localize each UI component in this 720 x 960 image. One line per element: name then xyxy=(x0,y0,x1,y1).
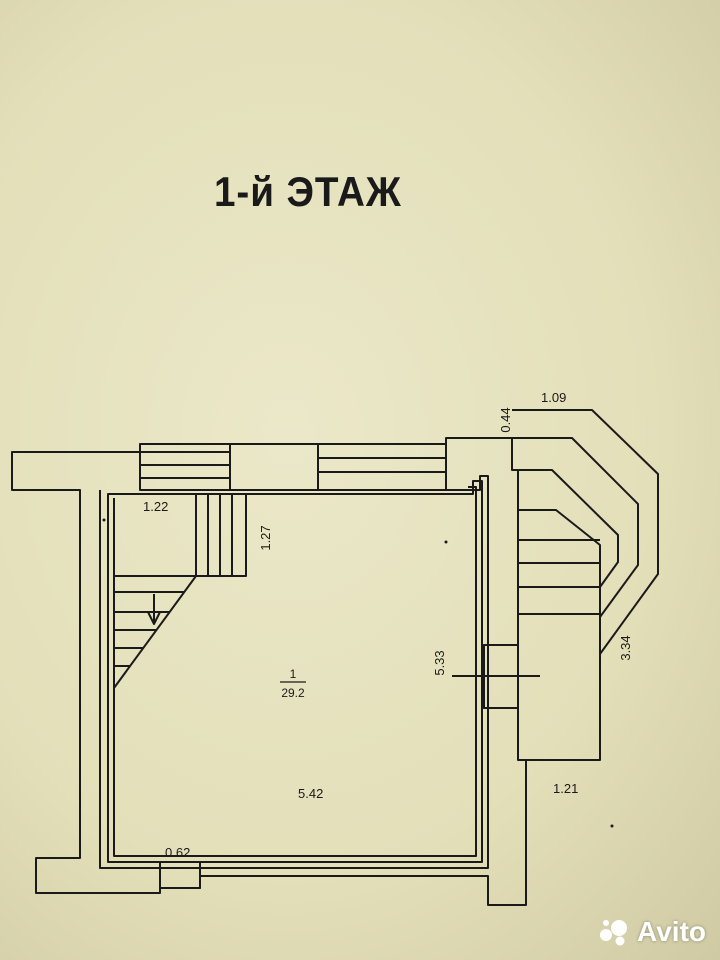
window-middle xyxy=(229,443,319,491)
avito-watermark: Avito xyxy=(597,916,706,948)
avito-logo-icon xyxy=(600,920,628,946)
room-area: 29.2 xyxy=(281,686,305,700)
dim-1-22: 1.22 xyxy=(143,499,168,514)
room-label: 1 29.2 xyxy=(280,667,306,700)
dim-1-27: 1.27 xyxy=(258,525,273,550)
floor-title: 1-й ЭТАЖ xyxy=(214,168,402,215)
outer-wall xyxy=(11,437,527,906)
dim-1-21: 1.21 xyxy=(553,781,578,796)
room-number: 1 xyxy=(290,667,297,681)
dim-0-44: 0.44 xyxy=(498,407,513,432)
window-right xyxy=(317,443,447,491)
room-boundary xyxy=(107,480,483,863)
dim-5-33: 5.33 xyxy=(432,650,447,675)
watermark-text: Avito xyxy=(637,916,706,947)
staircase-lower xyxy=(113,575,197,689)
stair-arrow-icon xyxy=(147,594,161,625)
dim-3-34: 3.34 xyxy=(618,635,633,660)
exterior-stair-outer xyxy=(512,409,659,761)
dim-0-62: 0.62 xyxy=(165,845,190,860)
dim-5-42: 5.42 xyxy=(298,786,323,801)
dim-1-09: 1.09 xyxy=(541,390,566,405)
inner-wall xyxy=(99,475,489,869)
window-left xyxy=(139,451,231,491)
door-bottom xyxy=(159,861,201,889)
